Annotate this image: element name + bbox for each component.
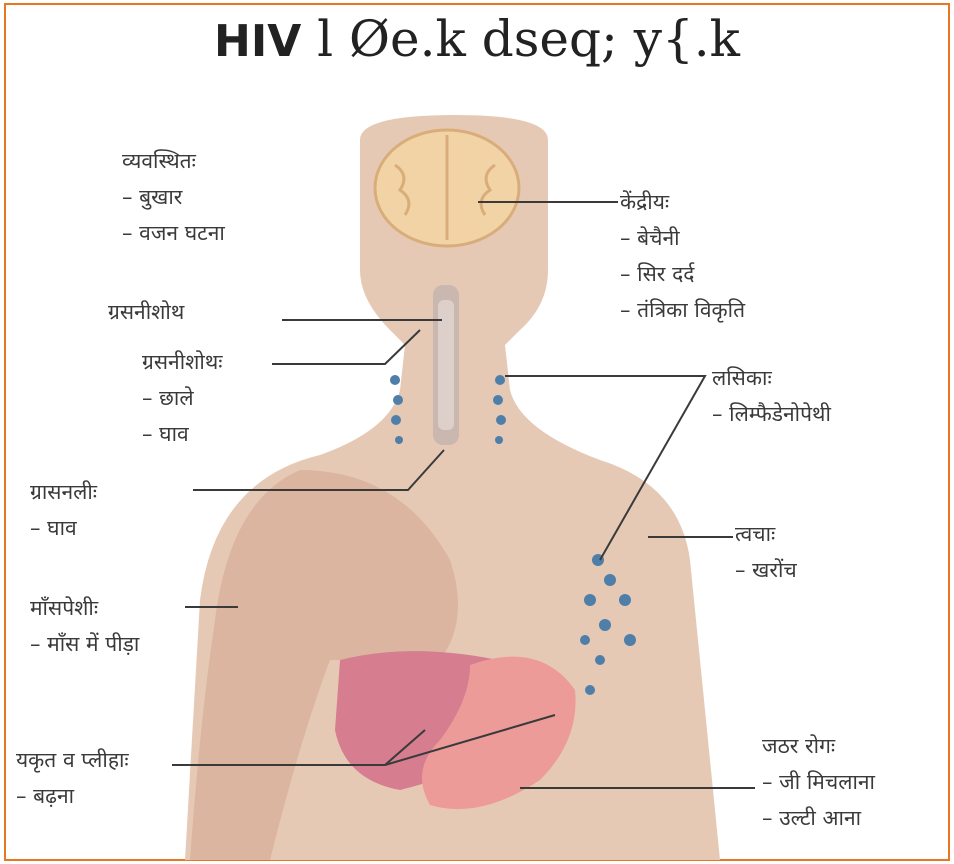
gastric-item: – उल्टी आना: [762, 800, 875, 836]
gastric-item: – जी मिचलाना: [762, 764, 875, 800]
lymph-item: – लिम्फैडेनोपेथी: [712, 396, 831, 432]
central-item: – सिर दर्द: [620, 256, 745, 292]
pharyngitis-heading: ग्रसनीशोथ: [108, 294, 184, 330]
lymph-heading: लसिकाः: [712, 360, 831, 396]
muscle-heading: माँसपेशीः: [30, 590, 139, 626]
label-gastric: जठर रोगः – जी मिचलाना – उल्टी आना: [762, 728, 875, 836]
skin-item: – खरोंच: [735, 552, 797, 588]
liver-item: – बढ़ना: [16, 778, 129, 814]
systemic-item: – वजन घटना: [122, 215, 225, 251]
pharyngitis2-item: – घाव: [142, 416, 223, 452]
label-skin: त्वचाः – खरोंच: [735, 516, 797, 588]
brain: [375, 130, 519, 246]
gastric-heading: जठर रोगः: [762, 728, 875, 764]
label-muscle: माँसपेशीः – माँस में पीड़ा: [30, 590, 139, 662]
label-central: केंद्रीयः – बेचैनी – सिर दर्द – तंत्रिका…: [620, 184, 745, 328]
label-liver: यकृत व प्लीहाः – बढ़ना: [16, 742, 129, 814]
pharyngitis2-heading: ग्रसनीशोथः: [142, 344, 223, 380]
liver-heading: यकृत व प्लीहाः: [16, 742, 129, 778]
pharyngitis2-item: – छाले: [142, 380, 223, 416]
label-systemic: व्यवस्थितः – बुखार – वजन घटना: [122, 143, 225, 251]
label-pharyngitis: ग्रसनीशोथ: [108, 294, 184, 330]
systemic-item: – बुखार: [122, 179, 225, 215]
label-pharyngitis2: ग्रसनीशोथः – छाले – घाव: [142, 344, 223, 452]
label-lymph: लसिकाः – लिम्फैडेनोपेथी: [712, 360, 831, 432]
label-esophagus: ग्रासनलीः – घाव: [30, 474, 97, 546]
central-item: – तंत्रिका विकृति: [620, 292, 745, 328]
skin-heading: त्वचाः: [735, 516, 797, 552]
throat: [433, 285, 459, 445]
muscle-item: – माँस में पीड़ा: [30, 626, 139, 662]
esophagus-heading: ग्रासनलीः: [30, 474, 97, 510]
systemic-heading: व्यवस्थितः: [122, 143, 225, 179]
esophagus-item: – घाव: [30, 510, 97, 546]
central-heading: केंद्रीयः: [620, 184, 745, 220]
central-item: – बेचैनी: [620, 220, 745, 256]
